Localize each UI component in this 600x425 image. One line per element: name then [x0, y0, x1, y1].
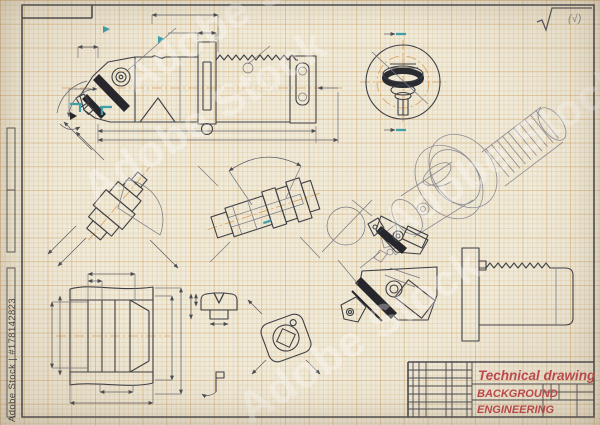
watermark-text: Adobe Stock	[229, 240, 490, 425]
title-block: Technical drawing BACKGROUND ENGINEERING	[407, 361, 596, 417]
bottom-right-side-view	[337, 247, 574, 342]
frame-border	[21, 4, 595, 418]
small-angled-tool	[351, 199, 429, 269]
title-block-row3: ENGINEERING	[477, 404, 554, 416]
square-insert-detail	[247, 299, 321, 375]
detail-callout-circle	[321, 199, 373, 253]
datum-flag-symbol	[201, 371, 225, 399]
angled-assembly-center	[197, 156, 322, 263]
main-side-view	[56, 13, 342, 143]
fold-marks	[6, 127, 16, 418]
radical-check-icon	[536, 7, 592, 33]
v-groove-detail	[189, 292, 238, 326]
surface-finish-note: (√)	[568, 13, 582, 25]
surface-finish-symbol: (√)	[536, 7, 592, 33]
title-block-row2: BACKGROUND	[477, 388, 558, 400]
section-detail-circle	[360, 32, 446, 132]
sleeve-cross-section	[50, 272, 183, 405]
angled-assembly-left	[47, 121, 179, 269]
title-block-row1: Technical drawing	[478, 368, 596, 383]
stock-id-label: Adobe Stock | #178142823	[7, 298, 18, 422]
